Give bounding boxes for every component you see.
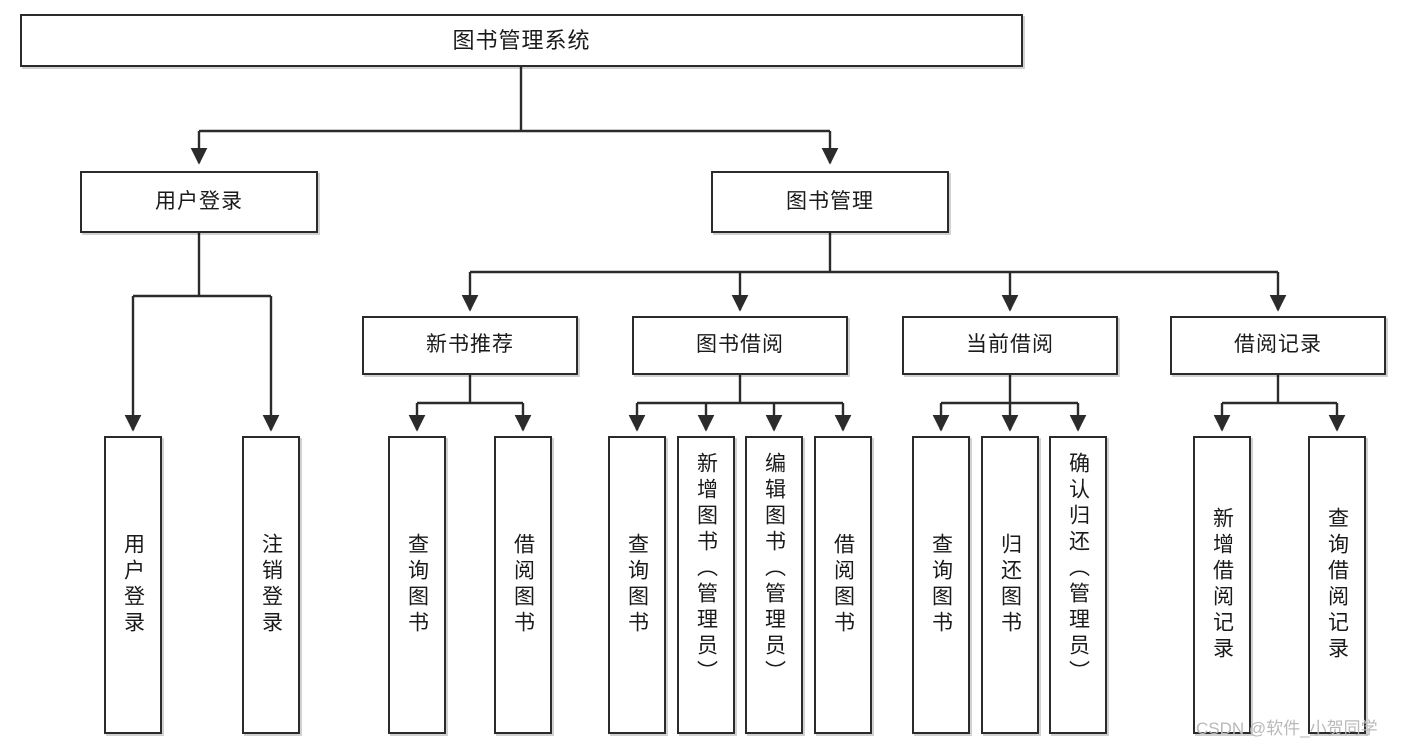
node-leaf-borrow-book-2-label: 借阅图书	[831, 533, 855, 637]
node-leaf-query-borrow-record[interactable]: 查询借阅记录	[1308, 436, 1366, 734]
node-book-borrow-label: 图书借阅	[696, 333, 784, 357]
node-leaf-query-borrow-record-label: 查询借阅记录	[1325, 507, 1349, 663]
node-user-login-label: 用户登录	[155, 189, 243, 213]
node-new-book-recommend-label: 新书推荐	[426, 333, 514, 357]
csdn-watermark: CSDN @软件_小贺同学	[1196, 719, 1378, 738]
node-book-management[interactable]: 图书管理	[711, 171, 949, 233]
node-leaf-confirm-return-admin-label: 确认归还（管理员）	[1066, 452, 1090, 686]
node-leaf-query-book-1-label: 查询图书	[405, 533, 429, 637]
node-leaf-logout-login-label: 注销登录	[259, 533, 283, 637]
node-leaf-query-book-2-label: 查询图书	[625, 533, 649, 637]
node-leaf-edit-book-admin-label: 编辑图书（管理员）	[762, 452, 786, 686]
node-leaf-user-login-label: 用户登录	[121, 533, 145, 637]
node-current-borrow[interactable]: 当前借阅	[902, 316, 1118, 375]
node-leaf-query-book-3[interactable]: 查询图书	[912, 436, 970, 734]
node-root-system[interactable]: 图书管理系统	[20, 14, 1023, 67]
node-leaf-confirm-return-admin[interactable]: 确认归还（管理员）	[1049, 436, 1107, 734]
node-borrow-record[interactable]: 借阅记录	[1170, 316, 1386, 375]
node-book-management-label: 图书管理	[786, 189, 874, 213]
node-leaf-add-borrow-record-label: 新增借阅记录	[1210, 507, 1234, 663]
node-borrow-record-label: 借阅记录	[1234, 333, 1322, 357]
node-leaf-add-book-admin-label: 新增图书（管理员）	[694, 452, 718, 686]
node-leaf-logout-login[interactable]: 注销登录	[242, 436, 300, 734]
node-user-login[interactable]: 用户登录	[80, 171, 318, 233]
node-book-borrow[interactable]: 图书借阅	[632, 316, 848, 375]
node-leaf-query-book-1[interactable]: 查询图书	[388, 436, 446, 734]
node-leaf-return-book-label: 归还图书	[998, 533, 1022, 637]
node-leaf-add-borrow-record[interactable]: 新增借阅记录	[1193, 436, 1251, 734]
node-leaf-query-book-2[interactable]: 查询图书	[608, 436, 666, 734]
node-leaf-user-login[interactable]: 用户登录	[104, 436, 162, 734]
node-leaf-query-book-3-label: 查询图书	[929, 533, 953, 637]
node-leaf-borrow-book-1[interactable]: 借阅图书	[494, 436, 552, 734]
node-leaf-borrow-book-2[interactable]: 借阅图书	[814, 436, 872, 734]
node-leaf-borrow-book-1-label: 借阅图书	[511, 533, 535, 637]
node-leaf-add-book-admin[interactable]: 新增图书（管理员）	[677, 436, 735, 734]
node-new-book-recommend[interactable]: 新书推荐	[362, 316, 578, 375]
node-leaf-edit-book-admin[interactable]: 编辑图书（管理员）	[745, 436, 803, 734]
node-root-system-label: 图书管理系统	[452, 27, 591, 53]
node-current-borrow-label: 当前借阅	[966, 333, 1054, 357]
node-leaf-return-book[interactable]: 归还图书	[981, 436, 1039, 734]
